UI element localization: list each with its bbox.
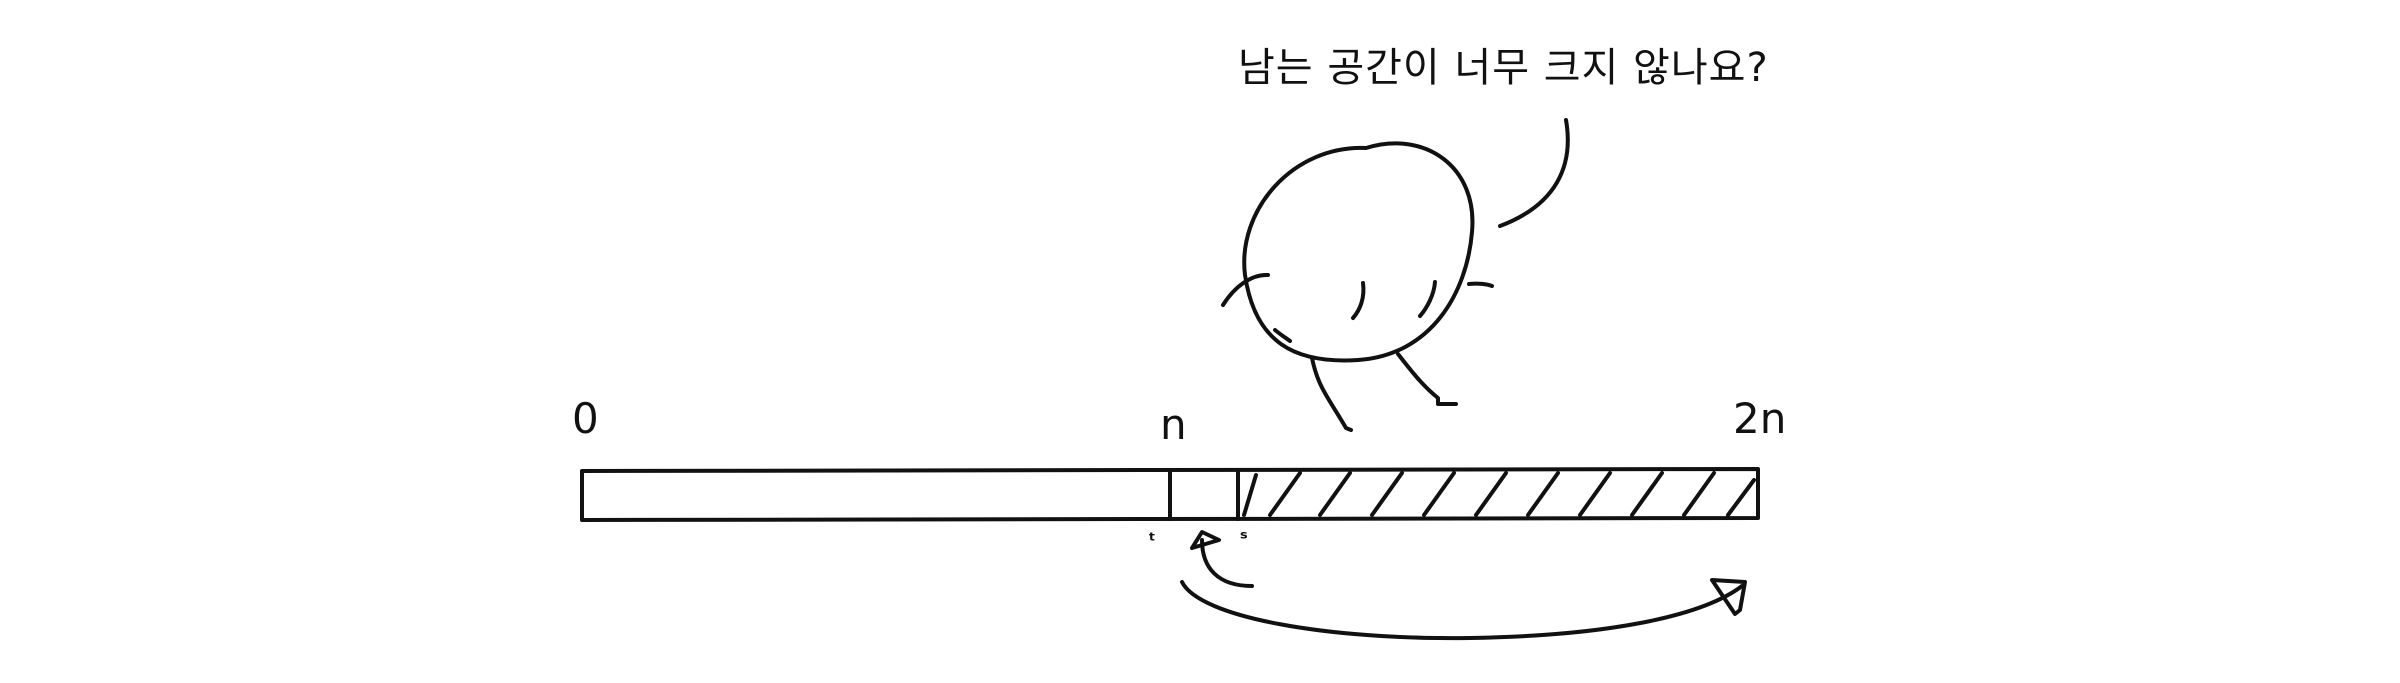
- character-right-leg: [1396, 352, 1458, 406]
- speech-bubble-text: 남는 공간이 너무 크지 않나요?: [1238, 45, 1769, 91]
- array-bar-outline: [580, 467, 1760, 522]
- character-right-arm: [1467, 281, 1494, 288]
- short-arrow-curve: [1200, 538, 1254, 588]
- pointer-mark-right: ˢ: [1240, 526, 1248, 550]
- long-arrow-curve: [1180, 580, 1744, 641]
- array-label-end: 2n: [1733, 394, 1787, 443]
- array-label-start: 0: [572, 394, 599, 443]
- character-left-arm: [1221, 272, 1270, 307]
- array-label-middle: n: [1160, 400, 1187, 449]
- character-left-eye: [1351, 281, 1366, 320]
- character-head: [1242, 141, 1475, 363]
- character-left-leg: [1310, 356, 1353, 432]
- speech-tail: [1498, 118, 1570, 228]
- character-chin-mark: [1273, 328, 1292, 343]
- long-arrow-head: [1710, 578, 1747, 616]
- unused-space-hatching: [1242, 471, 1756, 517]
- short-arrow-head: [1190, 530, 1221, 550]
- pointer-mark-left: ᵗ: [1148, 528, 1156, 552]
- character-right-eye: [1418, 280, 1437, 318]
